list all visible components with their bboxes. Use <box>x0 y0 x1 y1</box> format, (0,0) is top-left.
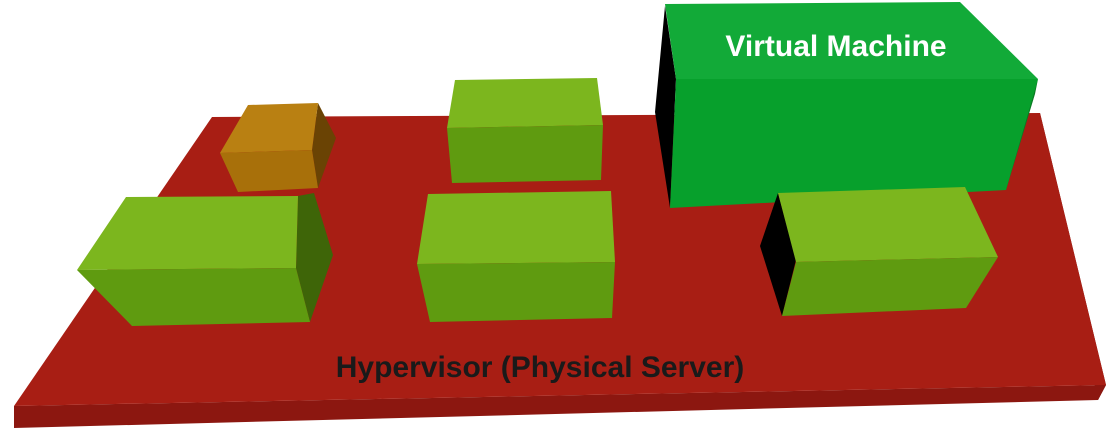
vm-block-front-right-top <box>778 187 998 262</box>
vm-block-back-middle-top <box>447 78 603 128</box>
vm-block-front-left <box>77 193 333 326</box>
vm-block-orange <box>220 103 336 192</box>
platform-front-face <box>14 385 1106 428</box>
vm-block-front-right-front <box>782 257 998 316</box>
vm-block-large-shadow-face <box>655 6 676 208</box>
vm-label: Virtual Machine <box>725 30 946 63</box>
vm-block-large-top-face <box>665 2 1038 79</box>
vm-block-front-left-top <box>77 196 298 270</box>
vm-block-front-right-shadow-face <box>760 193 796 316</box>
vm-block-orange-side <box>312 103 336 188</box>
hypervisor-label: Hypervisor (Physical Server) <box>336 351 745 384</box>
vm-block-orange-top <box>220 103 318 153</box>
vm-block-back-middle <box>447 78 603 183</box>
vm-block-front-left-side <box>296 193 333 322</box>
vm-block-front-left-front <box>77 268 310 326</box>
vm-block-large <box>655 2 1038 208</box>
vm-block-front-middle <box>417 191 615 322</box>
vm-block-large-front-face <box>670 79 1038 208</box>
vm-block-front-middle-front <box>417 262 615 322</box>
vm-block-front-middle-top <box>417 191 615 264</box>
vm-block-front-right <box>760 187 998 316</box>
vm-block-back-middle-front <box>447 125 603 183</box>
vm-block-orange-front <box>220 150 318 192</box>
